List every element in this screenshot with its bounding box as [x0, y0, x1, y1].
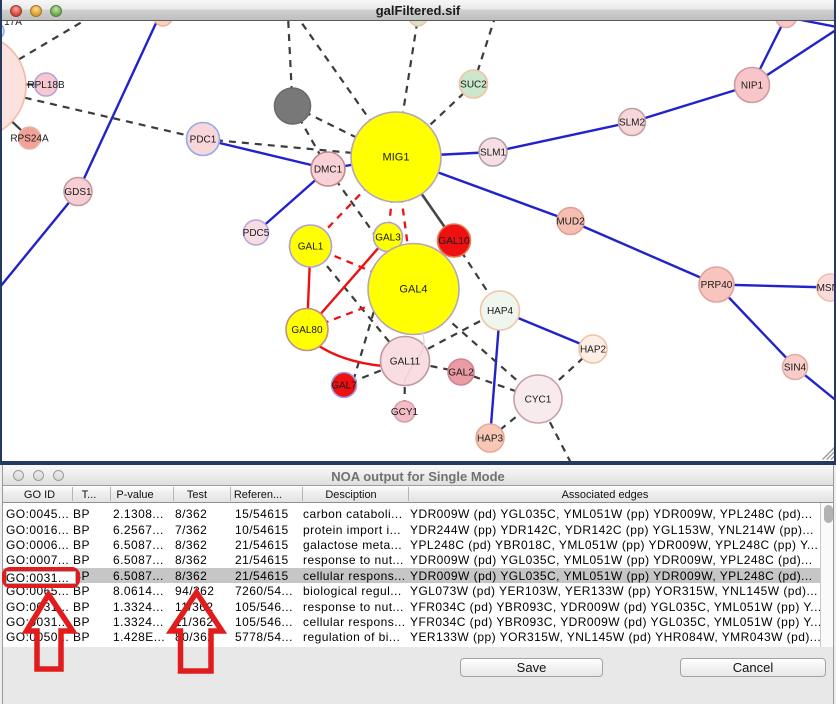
svg-text:SIN4: SIN4 — [784, 363, 807, 374]
svg-text:MIG1: MIG1 — [383, 152, 410, 164]
svg-text:GDS1: GDS1 — [64, 187, 92, 198]
svg-text:DMC1: DMC1 — [314, 165, 343, 176]
svg-text:PDC1: PDC1 — [190, 135, 217, 146]
svg-text:SLM1: SLM1 — [480, 148, 507, 159]
svg-text:GCY1: GCY1 — [391, 407, 419, 418]
svg-text:GAL4: GAL4 — [399, 284, 427, 296]
svg-text:MUD2: MUD2 — [556, 217, 585, 228]
svg-text:GAL7: GAL7 — [331, 381, 357, 392]
svg-text:GAL10: GAL10 — [438, 236, 470, 247]
svg-text:17A: 17A — [4, 21, 22, 28]
svg-text:RPL18B: RPL18B — [27, 80, 65, 91]
svg-text:HAP4: HAP4 — [487, 306, 514, 317]
svg-text:GAL11: GAL11 — [390, 357, 421, 368]
svg-text:HAP2: HAP2 — [580, 345, 607, 356]
svg-text:CYC1: CYC1 — [525, 395, 552, 406]
svg-text:SUC2: SUC2 — [460, 80, 487, 91]
svg-text:HAP3: HAP3 — [477, 434, 504, 445]
svg-text:GAL80: GAL80 — [291, 325, 323, 336]
svg-text:MSN1: MSN1 — [817, 283, 836, 294]
svg-text:SLM2: SLM2 — [619, 118, 646, 129]
svg-text:PRP40: PRP40 — [701, 280, 733, 291]
svg-text:PDC5: PDC5 — [243, 228, 270, 239]
svg-text:GAL2: GAL2 — [448, 368, 474, 379]
svg-text:GAL3: GAL3 — [375, 233, 401, 244]
svg-text:GAL1: GAL1 — [298, 242, 324, 253]
svg-text:NIP1: NIP1 — [741, 81, 764, 92]
svg-text:RPS24A: RPS24A — [10, 134, 49, 145]
